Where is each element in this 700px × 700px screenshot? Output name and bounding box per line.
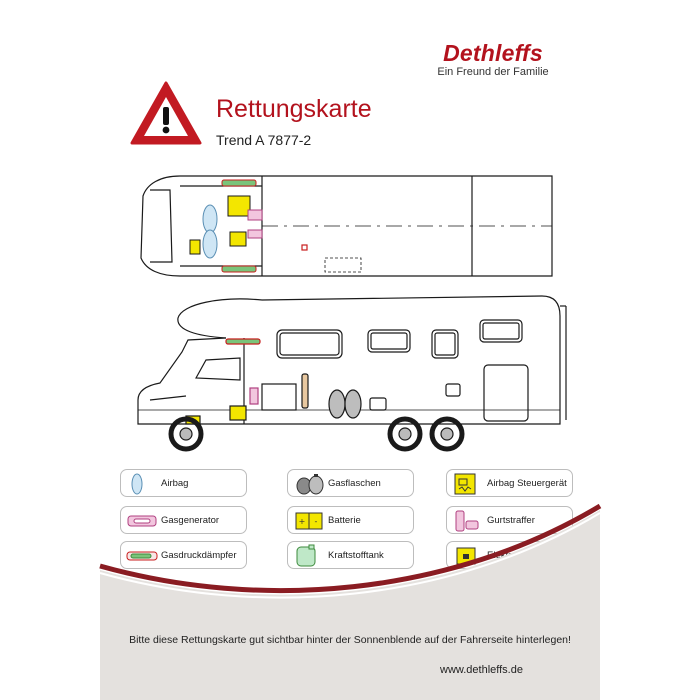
gas-generator-icon xyxy=(127,515,157,527)
page-title: Rettungskarte xyxy=(216,95,372,123)
battery-icon: + - xyxy=(295,512,323,530)
side-view xyxy=(137,295,567,452)
legend-airbag: Airbag xyxy=(120,469,247,497)
legend-fuel-tank: Kraftstofftank xyxy=(287,541,414,569)
vehicle-drawing xyxy=(137,175,567,452)
top-view xyxy=(140,175,553,277)
airbag-icon xyxy=(131,473,143,495)
gas-strut-icon xyxy=(126,551,158,561)
brand-logo: Dethleffs Ein Freund der Familie xyxy=(428,40,558,79)
airbag-control-unit-icon xyxy=(454,473,476,495)
model-subtitle: Trend A 7877-2 xyxy=(216,132,312,148)
legend-gas-strut: Gasdruckdämpfer xyxy=(120,541,247,569)
legend-label: Airbag Steuergerät xyxy=(487,478,567,489)
legend-label: Gasdruckdämpfer xyxy=(161,550,237,561)
svg-text:-: - xyxy=(315,517,318,526)
fuel-tank-icon xyxy=(296,544,316,567)
brand-tagline: Ein Freund der Familie xyxy=(437,66,549,78)
gas-bottles-icon xyxy=(296,474,324,495)
legend-airbag-control-unit: Airbag Steuergerät xyxy=(446,469,573,497)
legend-gas-generator: Gasgenerator xyxy=(120,506,247,534)
placement-notice: Bitte diese Rettungskarte gut sichtbar h… xyxy=(129,634,571,646)
legend-battery: + - Batterie xyxy=(287,506,414,534)
legend-label: Batterie xyxy=(328,515,361,526)
footer-swoosh xyxy=(99,503,602,700)
legend-label: Gasgenerator xyxy=(161,515,220,526)
legend-label: Gurtstraffer xyxy=(487,515,535,526)
brand-name: Dethleffs xyxy=(443,40,543,66)
svg-text:+: + xyxy=(299,517,306,526)
legend-label: Airbag xyxy=(161,478,189,489)
belt-tensioner-icon xyxy=(455,510,479,532)
website-link[interactable]: www.dethleffs.de xyxy=(440,664,523,676)
legend-label: Kraftstofftank xyxy=(328,550,384,561)
warning-triangle-icon xyxy=(130,81,202,145)
legend-gas-bottles: Gasflaschen xyxy=(287,469,414,497)
legend-label: Gasflaschen xyxy=(328,478,381,489)
